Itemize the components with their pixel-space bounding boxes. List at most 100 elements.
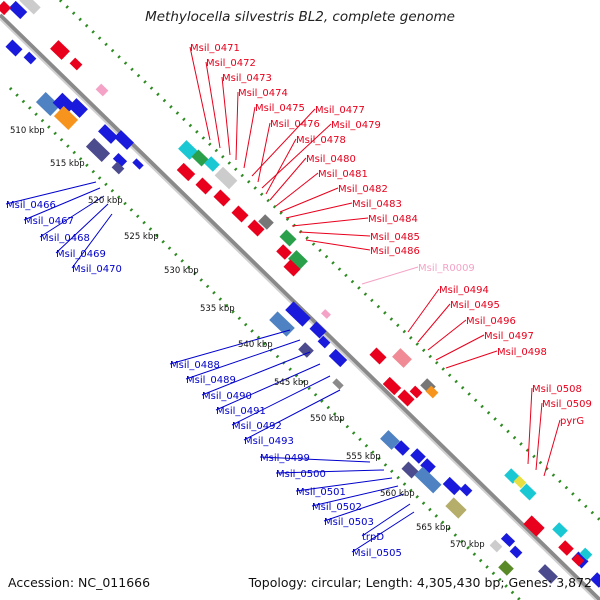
reverse-gene-label[interactable]: Msil_0502 bbox=[312, 502, 362, 513]
reverse-gene-label[interactable]: Msil_0469 bbox=[56, 249, 106, 260]
kbp-tick-label: 550 kbp bbox=[310, 414, 345, 424]
reverse-gene-label[interactable]: Msil_0501 bbox=[296, 487, 346, 498]
genome-backbone bbox=[0, 13, 600, 600]
gene-feature bbox=[571, 553, 585, 567]
gene-feature bbox=[298, 342, 314, 358]
forward-gene-label[interactable]: Msil_0477 bbox=[315, 105, 365, 116]
kbp-tick-label: 535 kbp bbox=[200, 304, 235, 314]
forward-gene-label[interactable]: Msil_0497 bbox=[484, 331, 534, 342]
forward-leader-line bbox=[361, 266, 419, 285]
gene-feature bbox=[369, 347, 387, 365]
forward-gene-label[interactable]: Msil_0484 bbox=[368, 214, 418, 225]
forward-gene-label[interactable]: pyrG bbox=[560, 416, 584, 427]
reverse-leader-line bbox=[5, 181, 97, 205]
gene-feature bbox=[53, 106, 79, 130]
gene-feature bbox=[5, 39, 23, 57]
gene-feature bbox=[276, 244, 292, 260]
outer-tick-track bbox=[58, 0, 600, 522]
gene-feature bbox=[332, 378, 344, 390]
gene-feature bbox=[328, 348, 348, 368]
gene-feature bbox=[317, 335, 331, 349]
forward-gene-label[interactable]: Msil_0481 bbox=[318, 169, 368, 180]
forward-leader-line bbox=[299, 231, 371, 237]
gene-feature bbox=[321, 309, 331, 319]
forward-leader-line bbox=[417, 303, 451, 343]
reverse-leader-line bbox=[311, 485, 399, 507]
gene-feature bbox=[98, 124, 118, 144]
forward-gene-label[interactable]: Msil_0474 bbox=[238, 88, 288, 99]
reverse-gene-label[interactable]: Msil_0488 bbox=[170, 360, 220, 371]
gene-feature bbox=[279, 229, 297, 247]
forward-gene-label[interactable]: Msil_0494 bbox=[439, 285, 489, 296]
reverse-gene-label[interactable]: Msil_0499 bbox=[260, 453, 310, 464]
forward-gene-label[interactable]: Msil_0495 bbox=[450, 300, 500, 311]
forward-gene-label[interactable]: Msil_0473 bbox=[222, 73, 272, 84]
gene-feature bbox=[498, 560, 514, 576]
reverse-gene-label[interactable]: Msil_0491 bbox=[216, 406, 266, 417]
reverse-gene-label[interactable]: Msil_0505 bbox=[352, 548, 402, 559]
reverse-gene-label[interactable]: trpD bbox=[362, 532, 384, 543]
reverse-gene-label[interactable]: Msil_0470 bbox=[72, 264, 122, 275]
reverse-leader-line bbox=[361, 503, 411, 537]
gene-feature bbox=[459, 483, 473, 497]
gene-feature bbox=[394, 440, 410, 456]
forward-leader-line bbox=[243, 106, 256, 169]
reverse-gene-label[interactable]: Msil_0492 bbox=[232, 421, 282, 432]
forward-leader-line bbox=[205, 61, 221, 149]
reverse-gene-label[interactable]: Msil_0489 bbox=[186, 375, 236, 386]
forward-gene-label[interactable]: Msil_R0009 bbox=[418, 263, 475, 274]
gene-feature bbox=[538, 564, 558, 584]
forward-gene-label[interactable]: Msil_0496 bbox=[466, 316, 516, 327]
forward-leader-line bbox=[265, 138, 297, 195]
gene-feature bbox=[68, 98, 88, 118]
gene-feature bbox=[191, 149, 209, 167]
forward-gene-label[interactable]: Msil_0483 bbox=[352, 199, 402, 210]
reverse-gene-label[interactable]: Msil_0490 bbox=[202, 391, 252, 402]
forward-gene-label[interactable]: Msil_0486 bbox=[370, 246, 420, 257]
reverse-leader-line bbox=[215, 363, 321, 411]
forward-gene-label[interactable]: Msil_0478 bbox=[296, 135, 346, 146]
forward-gene-label[interactable]: Msil_0509 bbox=[542, 399, 592, 410]
forward-gene-label[interactable]: Msil_0472 bbox=[206, 58, 256, 69]
gene-feature bbox=[288, 250, 308, 270]
reverse-gene-label[interactable]: Msil_0503 bbox=[324, 517, 374, 528]
forward-gene-label[interactable]: Msil_0482 bbox=[338, 184, 388, 195]
gene-feature bbox=[50, 40, 70, 60]
forward-leader-line bbox=[407, 288, 440, 333]
kbp-tick-label: 520 kbp bbox=[88, 196, 123, 206]
forward-leader-line bbox=[527, 387, 533, 465]
gene-feature bbox=[195, 177, 213, 195]
forward-leader-line bbox=[291, 217, 369, 227]
reverse-gene-label[interactable]: Msil_0468 bbox=[40, 233, 90, 244]
gene-feature bbox=[579, 547, 593, 561]
accession-text: Accession: NC_011666 bbox=[8, 575, 151, 590]
forward-gene-label[interactable]: Msil_0471 bbox=[190, 43, 240, 54]
forward-leader-line bbox=[445, 350, 498, 369]
gene-feature bbox=[414, 466, 442, 494]
gene-feature bbox=[380, 430, 400, 450]
forward-leader-line bbox=[235, 91, 239, 161]
gene-feature bbox=[0, 0, 12, 16]
forward-gene-label[interactable]: Msil_0480 bbox=[306, 154, 356, 165]
forward-gene-label[interactable]: Msil_0476 bbox=[270, 119, 320, 130]
gene-feature bbox=[247, 219, 265, 237]
gene-feature bbox=[258, 214, 274, 230]
forward-gene-label[interactable]: Msil_0479 bbox=[331, 120, 381, 131]
gene-feature bbox=[231, 205, 249, 223]
forward-leader-line bbox=[275, 172, 319, 207]
forward-gene-label[interactable]: Msil_0498 bbox=[497, 347, 547, 358]
forward-leader-line bbox=[435, 334, 485, 361]
reverse-gene-label[interactable]: Msil_0493 bbox=[244, 436, 294, 447]
gene-feature bbox=[425, 385, 439, 399]
reverse-gene-label[interactable]: Msil_0466 bbox=[6, 200, 56, 211]
gene-feature bbox=[590, 572, 600, 588]
forward-gene-label[interactable]: Msil_0508 bbox=[532, 384, 582, 395]
forward-gene-label[interactable]: Msil_0475 bbox=[255, 103, 305, 114]
reverse-gene-label[interactable]: Msil_0500 bbox=[276, 469, 326, 480]
forward-gene-label[interactable]: Msil_0485 bbox=[370, 232, 420, 243]
reverse-leader-line bbox=[275, 469, 385, 474]
inner-tick-track bbox=[8, 86, 522, 600]
gene-feature bbox=[410, 448, 426, 464]
reverse-gene-label[interactable]: Msil_0467 bbox=[24, 216, 74, 227]
